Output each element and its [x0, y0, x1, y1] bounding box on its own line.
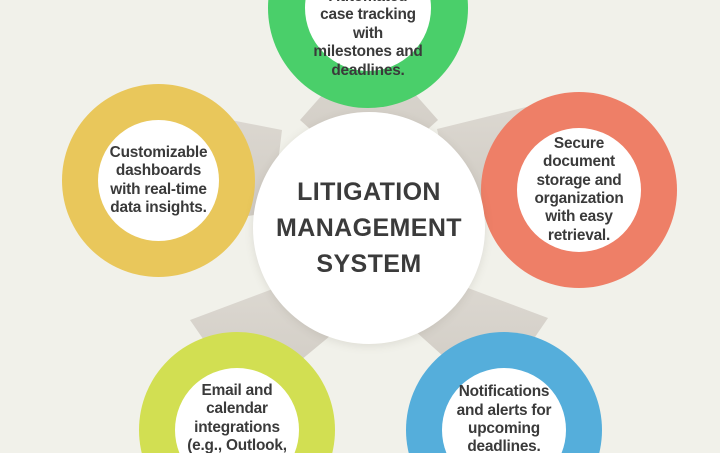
node-inner-circle: Automated case tracking with milestones …: [305, 0, 431, 79]
node-label: Notifications and alerts for upcoming de…: [456, 383, 552, 453]
node-label: Automated case tracking with milestones …: [313, 0, 423, 79]
node-label: Customizable dashboards with real-time d…: [109, 143, 208, 216]
page-title: LITIGATION MANAGEMENT SYSTEM: [276, 177, 462, 279]
hub-circle: LITIGATION MANAGEMENT SYSTEM: [253, 112, 485, 344]
node-label: Secure document storage and organization…: [534, 134, 624, 244]
node-inner-circle: Customizable dashboards with real-time d…: [98, 120, 219, 241]
node-inner-circle: Email and calendar integrations (e.g., O…: [175, 368, 299, 453]
node-inner-circle: Notifications and alerts for upcoming de…: [442, 368, 566, 453]
node-inner-circle: Secure document storage and organization…: [517, 128, 641, 252]
node-secure-document-storage[interactable]: Secure document storage and organization…: [481, 92, 677, 288]
node-customizable-dashboards[interactable]: Customizable dashboards with real-time d…: [62, 84, 255, 277]
node-label: Email and calendar integrations (e.g., O…: [187, 381, 287, 453]
node-automated-case-tracking[interactable]: Automated case tracking with milestones …: [268, 0, 468, 108]
